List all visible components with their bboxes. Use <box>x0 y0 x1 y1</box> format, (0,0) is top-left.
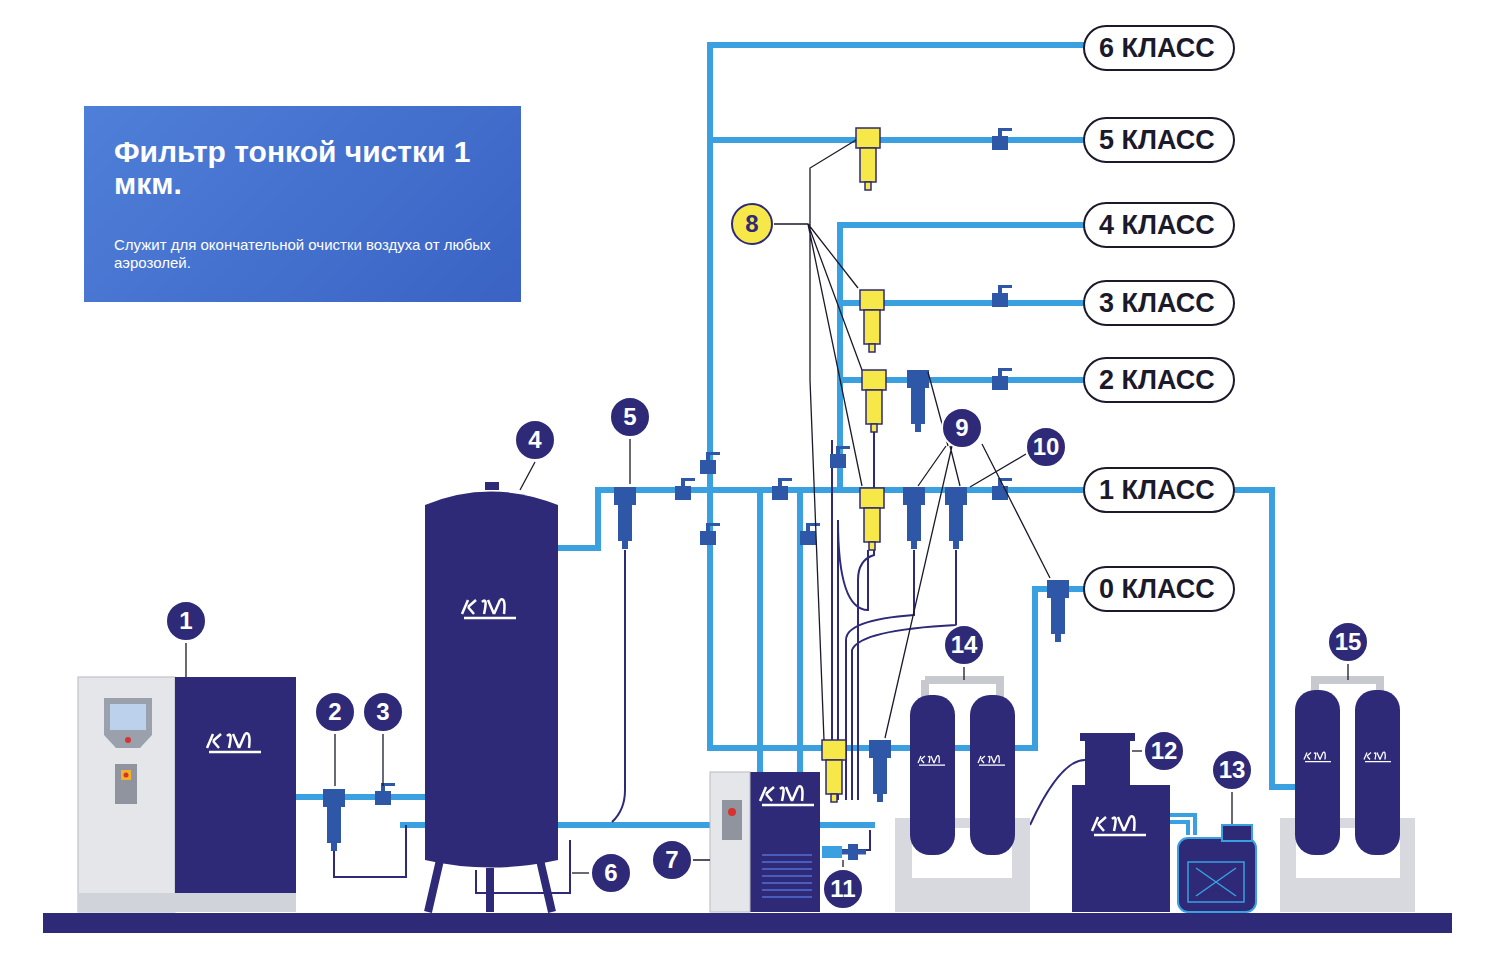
class-name: 6 КЛАСС <box>1099 33 1215 64</box>
class-label: 6 КЛАСС <box>1083 25 1235 71</box>
class-label: 2 КЛАСС <box>1083 357 1235 403</box>
number-text: 4 <box>528 426 541 454</box>
number-text: 7 <box>665 846 678 874</box>
number-text: 13 <box>1219 756 1246 784</box>
class-name: 4 КЛАСС <box>1099 210 1215 241</box>
number-text: 1 <box>179 607 192 635</box>
callout-number: 8 <box>731 203 773 245</box>
callout-number: 6 <box>590 852 632 894</box>
callout-number: 4 <box>514 419 556 461</box>
callout-number: 12 <box>1143 730 1185 772</box>
number-text: 5 <box>623 403 636 431</box>
callout-number: 7 <box>651 839 693 881</box>
class-label: 4 КЛАСС <box>1083 202 1235 248</box>
class-label: 0 КЛАСС <box>1083 566 1235 612</box>
class-name: 1 КЛАСС <box>1099 475 1215 506</box>
class-label: 5 КЛАСС <box>1083 117 1235 163</box>
number-text: 9 <box>955 414 968 442</box>
number-text: 2 <box>328 698 341 726</box>
class-name: 3 КЛАСС <box>1099 288 1215 319</box>
callout-number: 2 <box>314 691 356 733</box>
class-name: 2 КЛАСС <box>1099 365 1215 396</box>
class-label: 3 КЛАСС <box>1083 280 1235 326</box>
info-panel: Фильтр тонкой чистки 1 мкм. Служит для ок… <box>84 106 521 302</box>
callout-number: 14 <box>943 624 985 666</box>
callout-number: 5 <box>609 396 651 438</box>
number-text: 10 <box>1033 433 1060 461</box>
number-text: 15 <box>1335 628 1362 656</box>
callout-number: 11 <box>822 868 864 910</box>
number-text: 11 <box>830 875 855 903</box>
callout-number: 15 <box>1327 621 1369 663</box>
panel-heading: Фильтр тонкой чистки 1 мкм. <box>114 136 491 200</box>
callout-number: 13 <box>1211 749 1253 791</box>
callout-number: 1 <box>165 600 207 642</box>
class-name: 0 КЛАСС <box>1099 574 1215 605</box>
panel-body: Служит для окончательной очистки воздуха… <box>114 236 491 272</box>
number-text: 3 <box>376 698 389 726</box>
class-name: 5 КЛАСС <box>1099 125 1215 156</box>
number-text: 12 <box>1151 737 1178 765</box>
callout-number: 3 <box>362 691 404 733</box>
number-text: 8 <box>745 210 758 238</box>
number-text: 14 <box>951 631 978 659</box>
callout-number: 10 <box>1025 426 1067 468</box>
callout-number: 9 <box>941 407 983 449</box>
number-text: 6 <box>604 859 617 887</box>
class-label: 1 КЛАСС <box>1083 467 1235 513</box>
